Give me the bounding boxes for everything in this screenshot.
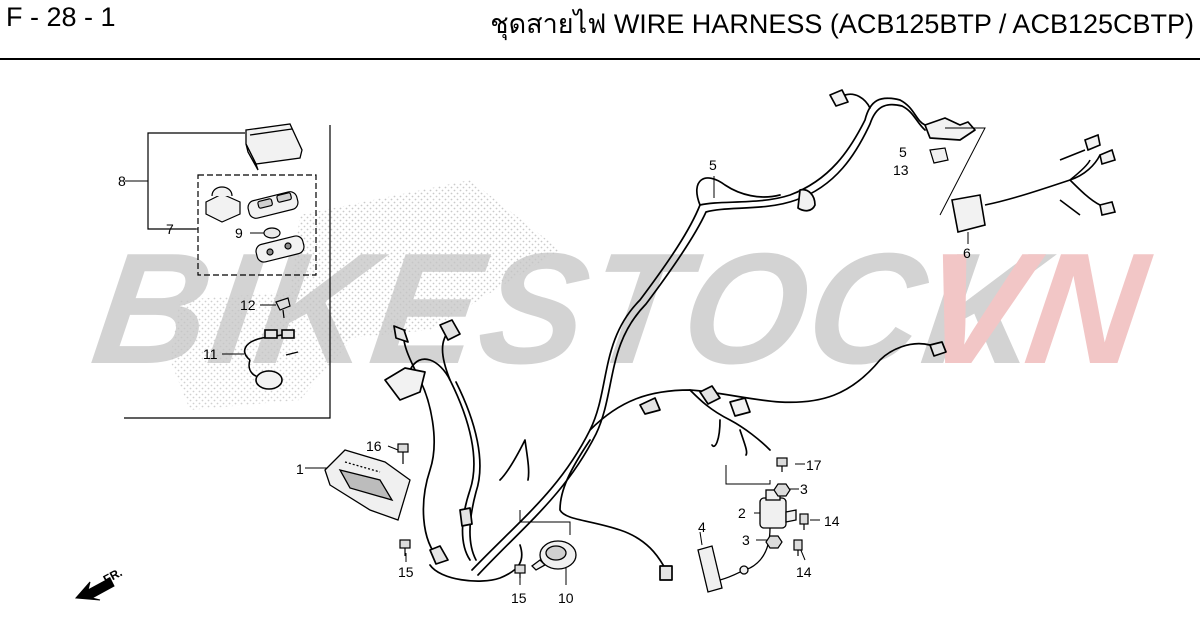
callout-5-right: 5	[899, 144, 907, 160]
battery-cell-part	[263, 227, 281, 239]
callout-3-upper: 3	[800, 481, 808, 497]
callout-13: 13	[893, 162, 909, 178]
connector-harness-6-part	[951, 133, 1117, 233]
screw-12-part	[275, 297, 291, 319]
callout-17: 17	[806, 457, 822, 473]
callout-5-harness: 5	[709, 157, 717, 173]
callout-2: 2	[738, 505, 746, 521]
halftone-shading	[170, 180, 560, 410]
control-unit-part	[245, 123, 303, 171]
main-wire-harness-part	[384, 89, 976, 582]
bolt-16-part	[397, 443, 409, 464]
nut-3-part	[765, 483, 791, 549]
callout-15-left: 15	[398, 564, 414, 580]
callout-8: 8	[118, 173, 126, 189]
page-code: F - 28 - 1	[6, 2, 116, 32]
callout-9: 9	[235, 225, 243, 241]
front-direction-arrow-icon	[74, 577, 115, 601]
antenna-sub-harness-part	[243, 329, 299, 390]
callout-16: 16	[366, 438, 382, 454]
horn-10-part	[531, 540, 577, 571]
callout-6: 6	[963, 245, 971, 261]
callout-14-lower: 14	[796, 564, 812, 580]
callout-7: 7	[166, 221, 174, 237]
title-divider	[0, 58, 1200, 60]
bolt-17-part	[776, 457, 788, 472]
callout-12: 12	[240, 297, 256, 313]
bolt-15-part	[399, 539, 526, 578]
callout-14-upper: 14	[824, 513, 840, 529]
callout-15-right: 15	[511, 590, 527, 606]
smart-key-set-part	[205, 186, 305, 263]
callout-3-lower: 3	[742, 532, 750, 548]
callout-11: 11	[203, 346, 218, 362]
inset-frame	[124, 125, 331, 419]
callout-1: 1	[296, 461, 304, 477]
bolt-14-part	[793, 513, 809, 556]
ignition-coil-2-part	[749, 489, 797, 569]
callout-labels: 1 2 3 3 4 5 5 6 7 8 9 10 11 12 13 14 14 …	[101, 144, 971, 606]
callout-4: 4	[698, 519, 706, 535]
page-title: ชุดสายไฟ WIRE HARNESS (ACB125BTP / ACB12…	[490, 9, 1194, 39]
callout-10: 10	[558, 590, 574, 606]
spark-plug-cap-4-part	[697, 545, 751, 593]
clip-13-part	[929, 147, 949, 164]
control-module-1-part	[324, 449, 411, 521]
